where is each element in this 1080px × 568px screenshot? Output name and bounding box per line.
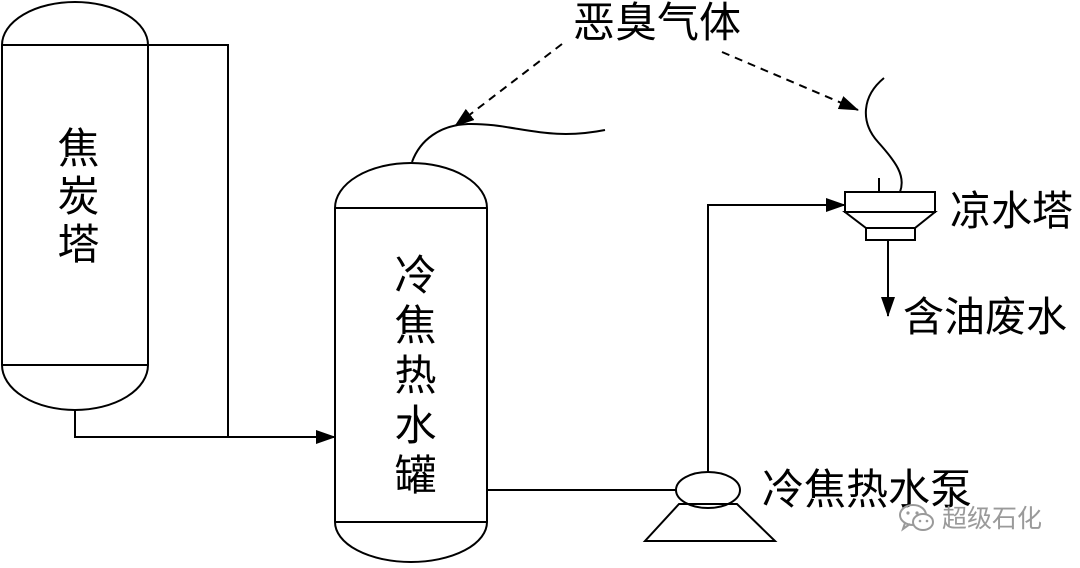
watermark-text: 超级石化: [942, 503, 1043, 533]
coke-tower-drain-pipe: [74, 410, 336, 444]
odor-arrow-to-tank: [454, 43, 563, 127]
pump-to-cooling-tower-pipe: [707, 198, 846, 472]
wechat-icon: [899, 504, 934, 532]
watermark: 超级石化: [898, 502, 1042, 534]
quench-water-pump-label: 冷焦热水泵: [762, 465, 973, 514]
cooling-tower-top: [844, 191, 936, 213]
quench-water-tank-label: 冷焦热水罐: [388, 253, 437, 503]
coke-tower-label: 焦炭塔: [51, 126, 100, 270]
oily-wastewater-label: 含油废水: [903, 293, 1067, 341]
coke-tower-overhead-pipe: [148, 44, 229, 437]
cooling-tower-basin: [865, 227, 916, 241]
pump-base: [642, 503, 778, 542]
odor-arrow-to-cooling-tower: [721, 51, 859, 111]
cooling-tower-hopper: [842, 211, 938, 229]
cooling-tower-odor-wisp: [865, 77, 903, 193]
pump-body: [675, 471, 741, 509]
cooling-tower-label: 凉水塔: [950, 187, 1073, 235]
tank-odor-wisp: [411, 122, 606, 163]
odor-gas-label: 恶臭气体: [573, 0, 742, 47]
